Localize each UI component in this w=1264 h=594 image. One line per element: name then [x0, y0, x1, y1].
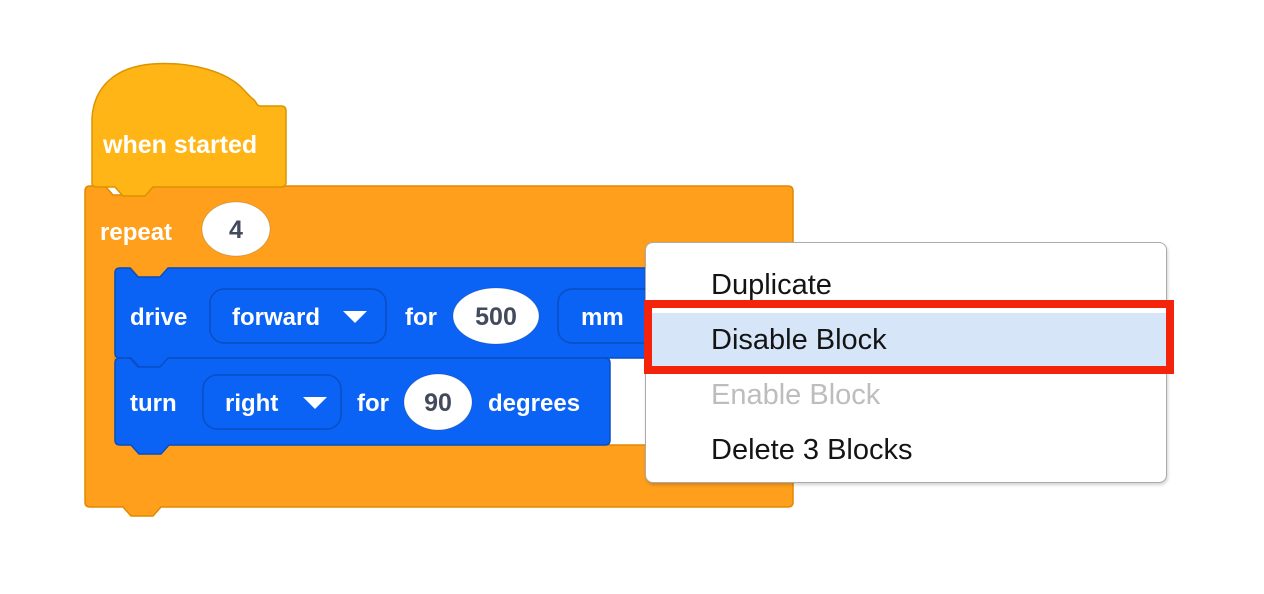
context-menu: Duplicate Disable Block Enable Block Del…: [645, 242, 1167, 483]
drive-distance-value: 500: [475, 303, 517, 331]
drive-for-label: for: [405, 304, 437, 331]
repeat-label: repeat: [100, 219, 172, 246]
repeat-count-value: 4: [229, 216, 243, 244]
menu-item-delete-blocks[interactable]: Delete 3 Blocks: [711, 434, 913, 466]
turn-angle-value: 90: [424, 389, 452, 417]
chevron-down-icon: [303, 397, 327, 409]
menu-item-disable-block[interactable]: Disable Block: [646, 313, 1166, 368]
turn-angle-input[interactable]: [403, 373, 473, 431]
turn-label: turn: [130, 390, 177, 417]
drive-distance-input[interactable]: [452, 287, 540, 345]
turn-direction-dropdown[interactable]: [202, 374, 342, 430]
when-started-block[interactable]: [91, 62, 287, 197]
drive-direction-dropdown[interactable]: [209, 288, 387, 344]
turn-unit-label: degrees: [488, 390, 580, 417]
turn-for-label: for: [357, 390, 389, 417]
when-started-label: when started: [102, 131, 257, 159]
drive-unit-value: mm: [581, 304, 624, 331]
menu-item-duplicate[interactable]: Duplicate: [711, 269, 832, 301]
repeat-count-input[interactable]: [201, 201, 271, 257]
drive-label: drive: [130, 304, 187, 331]
drive-direction-value: forward: [232, 304, 320, 331]
menu-item-enable-block: Enable Block: [711, 379, 881, 411]
chevron-down-icon: [343, 311, 367, 323]
turn-direction-value: right: [225, 390, 278, 417]
